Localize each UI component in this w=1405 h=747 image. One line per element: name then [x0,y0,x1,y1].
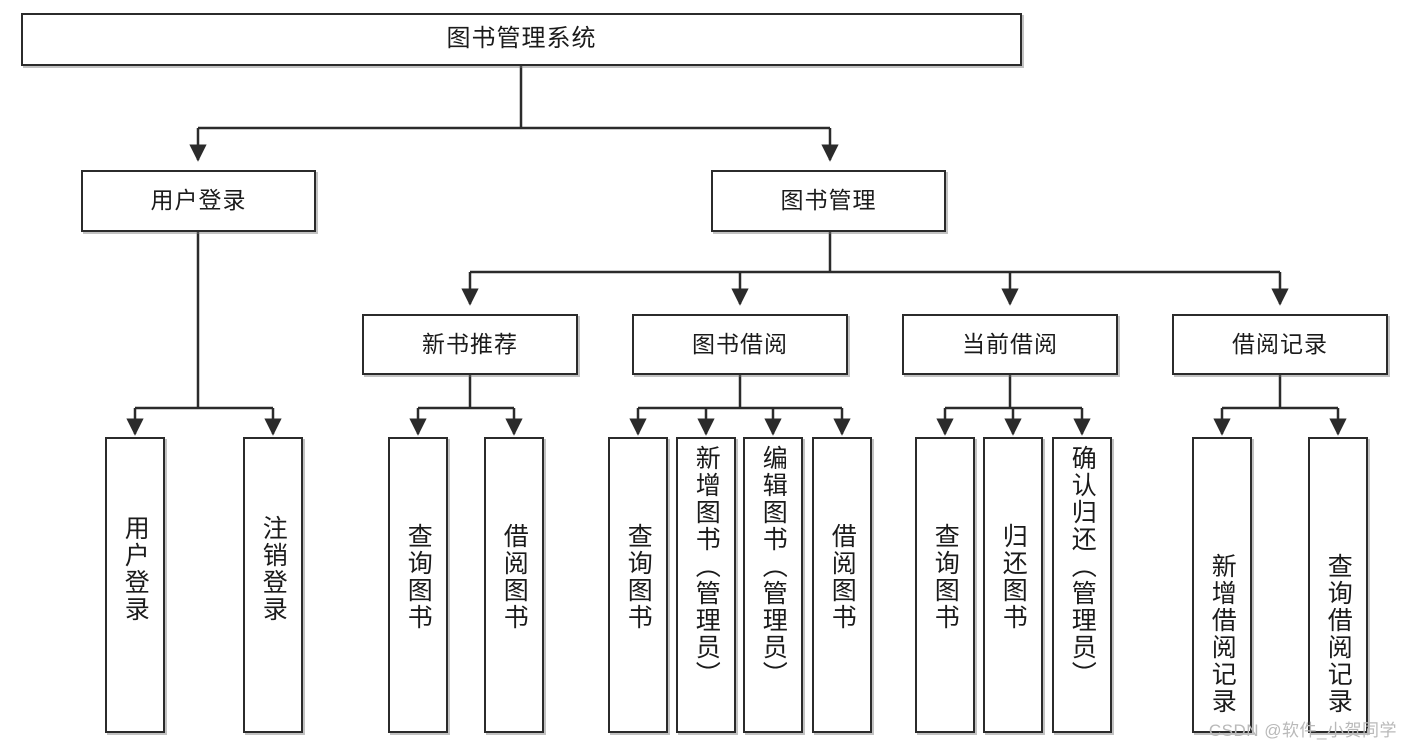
leaf-borrow-record-query-label: 查询借阅记录 [1324,553,1353,715]
leaf-current-borrow-query[interactable]: 查询图书 [915,437,975,733]
leaf-book-borrow-borrow[interactable]: 借阅图书 [812,437,872,733]
leaf-current-borrow-confirm-return[interactable]: 确认归还（管理员） [1052,437,1112,733]
node-user-login-label: 用户登录 [150,187,247,214]
node-root[interactable]: 图书管理系统 [21,13,1022,66]
watermark: CSDN @软件_小贺同学 [1208,721,1397,740]
leaf-user-login-login[interactable]: 用户登录 [105,437,165,733]
leaf-borrow-record-add-label: 新增借阅记录 [1208,553,1237,715]
leaf-new-book-borrow[interactable]: 借阅图书 [484,437,544,733]
node-current-borrow[interactable]: 当前借阅 [902,314,1118,375]
leaf-book-borrow-edit-label: 编辑图书（管理员） [759,445,788,688]
leaf-book-borrow-query[interactable]: 查询图书 [608,437,668,733]
node-book-borrow[interactable]: 图书借阅 [632,314,848,375]
leaf-book-borrow-borrow-label: 借阅图书 [828,523,857,631]
node-book-management[interactable]: 图书管理 [711,170,946,232]
leaf-new-book-query[interactable]: 查询图书 [388,437,448,733]
leaf-book-borrow-add[interactable]: 新增图书（管理员） [676,437,736,733]
node-user-login[interactable]: 用户登录 [81,170,316,232]
leaf-book-borrow-query-label: 查询图书 [624,523,653,631]
node-root-label: 图书管理系统 [446,25,597,53]
node-book-management-label: 图书管理 [780,187,877,214]
node-new-book-recommend[interactable]: 新书推荐 [362,314,578,375]
leaf-current-borrow-query-label: 查询图书 [931,523,960,631]
node-new-book-recommend-label: 新书推荐 [422,330,518,357]
node-borrow-record-label: 借阅记录 [1232,330,1328,357]
node-borrow-record[interactable]: 借阅记录 [1172,314,1388,375]
leaf-borrow-record-query[interactable]: 查询借阅记录 [1308,437,1368,733]
leaf-user-login-logout-label: 注销登录 [259,515,288,623]
node-book-borrow-label: 图书借阅 [692,330,788,357]
node-current-borrow-label: 当前借阅 [962,330,1058,357]
leaf-current-borrow-return-label: 归还图书 [999,523,1028,631]
leaf-current-borrow-confirm-return-label: 确认归还（管理员） [1068,445,1097,688]
leaf-current-borrow-return[interactable]: 归还图书 [983,437,1043,733]
leaf-new-book-borrow-label: 借阅图书 [500,523,529,631]
leaf-book-borrow-add-label: 新增图书（管理员） [692,445,721,688]
leaf-borrow-record-add[interactable]: 新增借阅记录 [1192,437,1252,733]
leaf-user-login-logout[interactable]: 注销登录 [243,437,303,733]
leaf-user-login-login-label: 用户登录 [121,515,150,623]
leaf-book-borrow-edit[interactable]: 编辑图书（管理员） [743,437,803,733]
leaf-new-book-query-label: 查询图书 [404,523,433,631]
